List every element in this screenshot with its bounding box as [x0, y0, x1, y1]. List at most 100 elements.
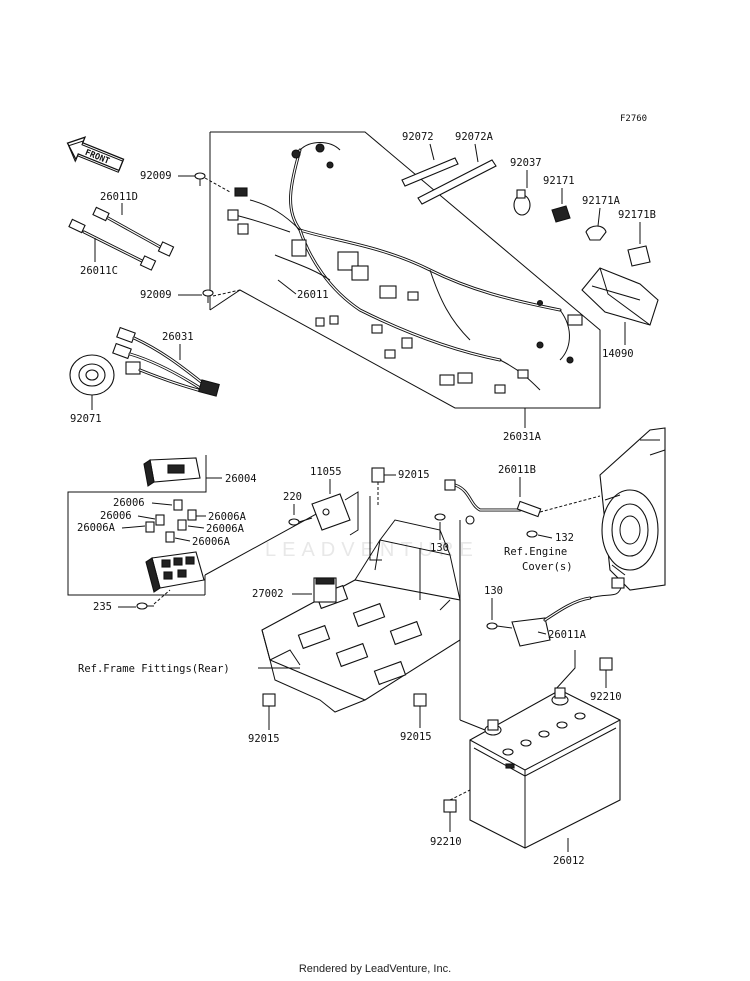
screw-235: [136, 602, 154, 610]
harness-connector: [494, 384, 506, 394]
harness-terminal: [536, 299, 544, 307]
callout-220: 220: [283, 491, 302, 503]
ref-frame-fittings: Ref.Frame Fittings(Rear): [78, 663, 230, 675]
dash-235: [153, 589, 171, 605]
harness-connector: [401, 337, 413, 349]
clip-92171: [551, 205, 571, 223]
leader-26006-b: [137, 515, 156, 520]
callout-132: 132: [555, 532, 574, 544]
harness-main-connector: [379, 285, 397, 299]
cable-26011B: [444, 479, 542, 525]
harness-connector: [407, 291, 419, 301]
leader-26006A-d: [174, 537, 191, 542]
tray-strap-left: [369, 496, 382, 561]
leader-26006A-c: [187, 525, 205, 529]
callout-26011: 26011: [297, 289, 329, 301]
leader-26006A-a: [121, 525, 146, 529]
leader-132: [537, 534, 553, 539]
harness-connector: [567, 314, 583, 326]
callout-26011D: 26011D: [100, 191, 138, 203]
harness-connector: [227, 209, 239, 221]
nut-92015-top: [371, 467, 385, 483]
battery-26012: [469, 687, 621, 849]
sub-harness-26031: [112, 326, 220, 397]
callout-92072: 92072: [402, 131, 434, 143]
engine-cover: [599, 427, 666, 591]
cable-guide-join: [459, 719, 486, 731]
grommet-92071: [69, 354, 115, 396]
leader-92072A: [474, 143, 479, 163]
harness-branch-lower-inner: [299, 229, 501, 361]
clamp-92037: [513, 189, 531, 216]
callout-26011C: 26011C: [80, 265, 118, 277]
leader-26011A: [537, 631, 547, 635]
harness-terminal: [315, 143, 325, 153]
callout-27002: 27002: [252, 588, 284, 600]
harness-relay-box: [291, 239, 307, 257]
callout-92171B: 92171B: [618, 209, 656, 221]
dash-92009-top: [204, 177, 231, 193]
relay-27002: [313, 577, 337, 603]
callout-26031: 26031: [162, 331, 194, 343]
callout-92009-bottom: 92009: [140, 289, 172, 301]
callout-92171: 92171: [543, 175, 575, 187]
callout-92037: 92037: [510, 157, 542, 169]
callout-26006-b: 26006: [100, 510, 132, 522]
sub-harness-26011D: [92, 206, 175, 257]
harness-terminal: [291, 149, 301, 159]
callout-130-top: 130: [430, 542, 449, 554]
cable-tie-92072: [401, 157, 459, 187]
harness-connector-branch: [274, 254, 331, 281]
callout-92210-top: 92210: [590, 691, 622, 703]
harness-connector: [329, 315, 339, 325]
callout-26006-a: 26006: [113, 497, 145, 509]
callout-26006A-d: 26006A: [192, 536, 231, 548]
fuses: [145, 499, 197, 543]
clip-92171B: [627, 245, 651, 267]
clip-92171A: [585, 225, 607, 241]
cable-26011A: [511, 577, 625, 647]
battery-tray: [261, 539, 461, 713]
callout-26006A-a: 26006A: [77, 522, 116, 534]
dash-92210-bottom: [449, 789, 471, 801]
bracket-link: [344, 491, 359, 536]
callout-26004: 26004: [225, 473, 257, 485]
harness-connector: [517, 369, 529, 379]
watermark-text: LEADVENTURE: [265, 539, 479, 561]
harness-group-bracket: [209, 131, 601, 409]
harness-top-loop: [299, 142, 341, 151]
sub-harness-26011C: [68, 218, 157, 271]
nut-92015-right: [413, 693, 427, 707]
callout-92015-top: 92015: [398, 469, 430, 481]
callout-26031A: 26031A: [503, 431, 542, 443]
callout-92072A: 92072A: [455, 131, 494, 143]
harness-branch-lower: [298, 228, 502, 362]
harness-right-branch: [559, 309, 570, 361]
callout-130-bottom: 130: [484, 585, 503, 597]
leader-92171A: [597, 207, 601, 227]
harness-connector: [315, 317, 325, 327]
callout-26011B: 26011B: [498, 464, 536, 476]
callout-235: 235: [93, 601, 112, 613]
screw-220: [288, 517, 313, 526]
harness-trunk-inner: [290, 149, 561, 311]
nut-92015-left: [262, 693, 276, 707]
bolt-132: [526, 530, 538, 538]
footer-credit: Rendered by LeadVenture, Inc.: [298, 963, 452, 975]
callout-11055: 11055: [310, 466, 342, 478]
callout-92015-left: 92015: [248, 733, 280, 745]
harness-connector: [371, 324, 383, 334]
harness-terminal: [566, 356, 574, 364]
callout-26006A-b: 26006A: [208, 511, 247, 523]
ref-engine-cover-1: Ref.Engine: [504, 546, 567, 558]
harness-connector: [237, 223, 249, 235]
screw-92009-bottom: [202, 289, 214, 303]
tray-strap-top: [379, 519, 451, 556]
main-harness-group: [209, 131, 601, 428]
harness-connector: [384, 349, 396, 359]
drawing-id: F2760: [620, 114, 647, 124]
bracket-11055: [311, 493, 351, 531]
harness-connector: [234, 187, 248, 197]
nut-92210-bottom: [443, 799, 457, 813]
screw-92009-top: [194, 172, 206, 186]
